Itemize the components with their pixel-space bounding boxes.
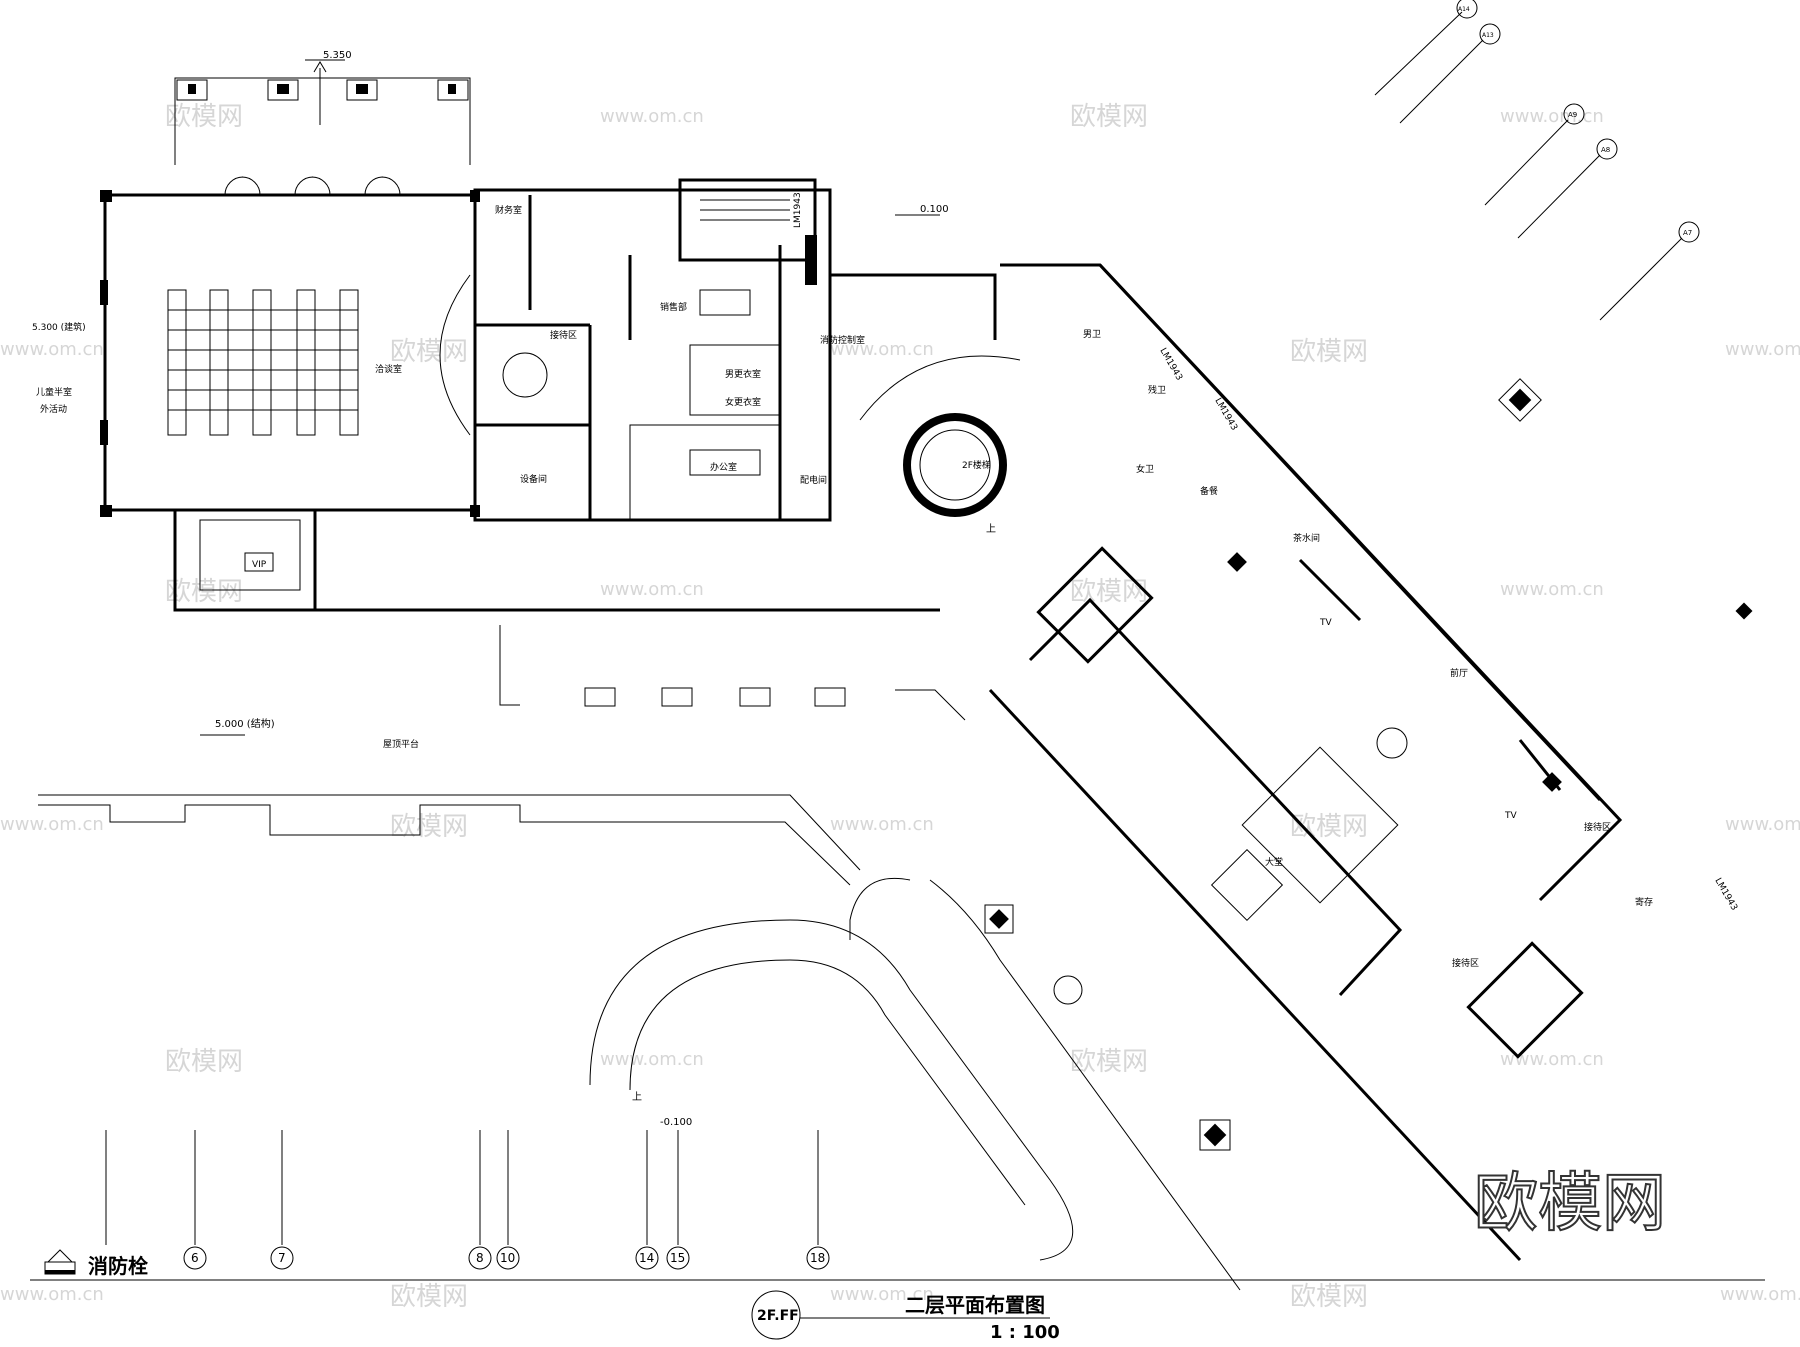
elevation-terrace: 5.000 (结构) (215, 717, 275, 730)
stair-up-mark: 上 (632, 1091, 642, 1103)
watermark: 欧模网 (390, 1282, 468, 1312)
watermark-url: www.om.cn (0, 814, 104, 835)
room-label-sales: 销售部 (660, 301, 687, 313)
title-block: 2F.FF 二层平面布置图 1 : 100 (30, 1279, 1765, 1343)
room-label-hall: 前厅 (1450, 667, 1468, 679)
watermark-url: www.om.cn (1725, 339, 1800, 360)
watermark: 欧模网 (1290, 337, 1368, 367)
watermark-url: www.om.cn (1500, 579, 1604, 600)
grand-staircase: 上 -0.100 (589, 877, 1241, 1291)
watermark-url: www.om.cn (1725, 814, 1800, 835)
room-label-cloak: 寄存 (1635, 896, 1653, 908)
watermark: 欧模网 (165, 577, 243, 607)
axis-label: 7 (278, 1251, 286, 1265)
elevation-left: 5.300 (建筑) (32, 321, 86, 333)
sheet-tag: 2F.FF (757, 1308, 799, 1324)
watermark-url: www.om.cn (1500, 106, 1604, 127)
watermark-url: www.om.cn (600, 579, 704, 600)
axis-label: 18 (810, 1251, 825, 1265)
watermark-url: www.om.cn (830, 1284, 934, 1305)
room-label-vip: VIP (252, 560, 267, 570)
room-label-reception-c: 接待区 (1452, 957, 1479, 969)
axis-label: A13 (1482, 32, 1494, 39)
room-label-power: 配电间 (800, 474, 827, 486)
room-label-finance: 财务室 (495, 204, 522, 216)
room-label-male-wc: 男卫 (1083, 329, 1101, 340)
door-tag-lm3: LM1943 (1212, 397, 1239, 433)
stair-core: LM1943 0.100 (678, 178, 949, 285)
axis-label: 15 (670, 1251, 685, 1265)
room-label-children: 儿童半室 (36, 386, 72, 398)
room-label-male-change: 男更衣室 (725, 368, 761, 380)
room-label-stair-2f: 2F楼梯 (962, 459, 991, 471)
room-label-accessible-wc: 残卫 (1148, 384, 1166, 396)
axis-label: 10 (500, 1251, 515, 1265)
room-label-female-wc: 女卫 (1136, 463, 1154, 475)
watermark-url: www.om.cn (830, 339, 934, 360)
watermark-url: www.om.cn (1500, 1049, 1604, 1070)
watermark: 欧模网 (1290, 1282, 1368, 1312)
diagonal-wing: 男卫 残卫 女卫 备餐 茶水间 前厅 接待区 大堂 接待区 寄存 TV TV L… (984, 263, 1753, 1262)
watermark-url: www.om.cn (600, 106, 704, 127)
axis-label: 6 (191, 1251, 199, 1265)
stair-up-mark: 上 (986, 523, 996, 535)
drawing-scale: 1 : 100 (990, 1322, 1060, 1343)
fire-hydrant-label: 消防栓 (88, 1254, 148, 1278)
room-label-lobby: 大堂 (1265, 856, 1283, 868)
room-label-storage: 备餐 (1200, 485, 1218, 497)
axis-label: 8 (476, 1251, 484, 1265)
watermark-layer: 欧模网 www.om.cn 欧模网 www.om.cn 欧模网 www.om.c… (0, 102, 1800, 1312)
axis-label: 14 (639, 1251, 654, 1265)
axis-label: A9 (1568, 111, 1577, 119)
fire-control-area: 消防控制室 2F楼梯 上 (820, 273, 1021, 535)
door-tag-tv1: TV (1319, 618, 1332, 628)
room-label-fire-control: 消防控制室 (820, 334, 865, 346)
room-label-reception-b: 接待区 (1584, 821, 1611, 833)
elevation-top: 5.350 (323, 50, 352, 61)
room-label-female-change: 女更衣室 (725, 396, 761, 408)
watermark-url: www.om.cn (0, 339, 104, 360)
bottom-axes: 6 7 8 10 14 15 18 (105, 1130, 830, 1270)
drawing-title: 二层平面布置图 (905, 1293, 1045, 1317)
room-label-reception-a: 接待区 (550, 329, 577, 341)
vip-area: VIP 5.000 (结构) 屋顶平台 (173, 508, 966, 750)
north-bay: 5.350 (174, 50, 471, 165)
axis-label: A7 (1683, 229, 1692, 237)
watermark-url: www.om.cn (600, 1049, 704, 1070)
terrace-parapet (38, 794, 861, 886)
watermark: 欧模网 (165, 1047, 243, 1077)
office-block: 财务室 接待区 销售部 男更衣室 女更衣室 办公室 设备间 配电间 (473, 188, 832, 522)
room-label-tea: 茶水间 (1293, 532, 1320, 544)
axis-label: A8 (1601, 146, 1610, 154)
watermark-url: www.om.cn (1720, 1284, 1800, 1305)
elevation-mid: 0.100 (920, 204, 949, 215)
legend: 消防栓 (44, 1249, 148, 1278)
watermark-url: www.om.cn (0, 1284, 104, 1305)
door-tag-tv2: TV (1504, 811, 1517, 821)
room-label-multi: 洽谈室 (375, 363, 402, 375)
watermark: 欧模网 (390, 812, 468, 842)
brand-watermark: 欧模网 (1474, 1167, 1666, 1241)
watermark: 欧模网 (1070, 102, 1148, 132)
room-label-children2: 外活动 (40, 403, 67, 415)
room-label-office: 办公室 (710, 461, 737, 473)
room-label-equipment: 设备间 (520, 473, 547, 485)
room-label-terrace: 屋顶平台 (383, 738, 419, 750)
seating-rows (167, 289, 359, 436)
elevation-stair: -0.100 (660, 1117, 692, 1128)
diagonal-axes: A14 A13 A9 A8 A7 (1374, 0, 1700, 321)
door-tag-lm1: LM1943 (793, 192, 803, 228)
door-tag-lm4: LM1943 (1712, 877, 1739, 913)
watermark: 欧模网 (390, 337, 468, 367)
fire-hydrant-icon (44, 1249, 76, 1275)
axis-label: A14 (1458, 6, 1470, 13)
watermark-url: www.om.cn (830, 814, 934, 835)
watermark: 欧模网 (165, 102, 243, 132)
watermark: 欧模网 (1070, 1047, 1148, 1077)
